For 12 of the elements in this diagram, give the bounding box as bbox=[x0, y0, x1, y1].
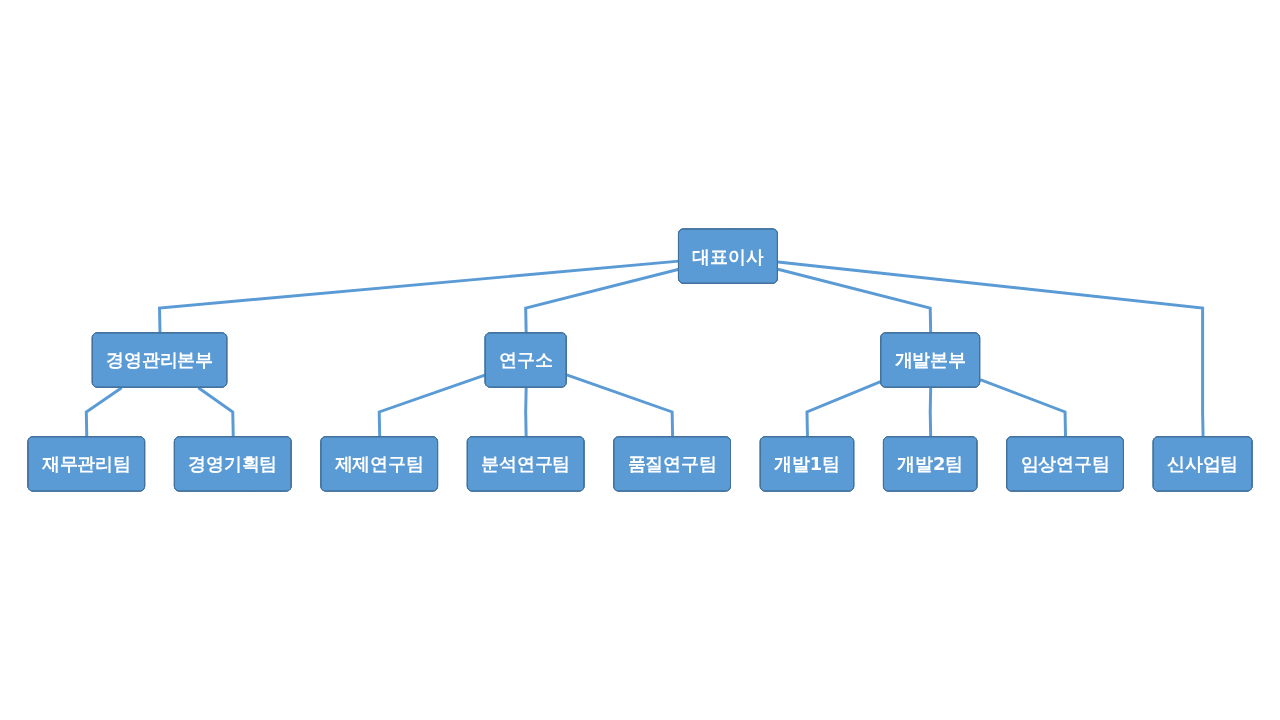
connector bbox=[524, 267, 680, 334]
connector bbox=[377, 373, 487, 438]
connector bbox=[158, 259, 680, 334]
connector bbox=[524, 387, 528, 438]
connector bbox=[84, 386, 123, 438]
connector bbox=[777, 267, 933, 334]
connector bbox=[197, 386, 235, 438]
connector bbox=[928, 387, 933, 438]
connector bbox=[777, 260, 1205, 438]
connector bbox=[979, 378, 1068, 438]
connector bbox=[566, 373, 675, 438]
connector bbox=[805, 379, 882, 438]
